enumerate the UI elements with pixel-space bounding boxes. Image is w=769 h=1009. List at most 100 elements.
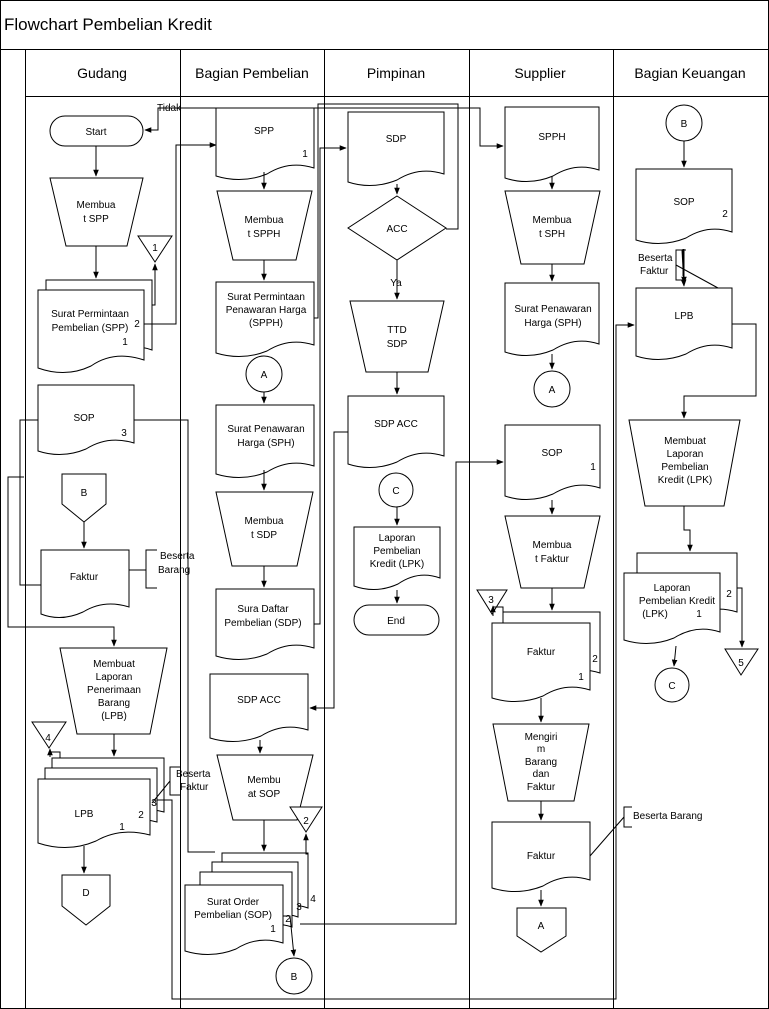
connector-a-supplier-label: A bbox=[549, 385, 556, 396]
membuat-sph-label-1: Membua bbox=[533, 215, 572, 226]
membuat-spp-process bbox=[49, 177, 144, 247]
membuat-lpb-label-4: Barang bbox=[98, 698, 130, 709]
sdp-pimpinan-label: SDP bbox=[386, 134, 407, 145]
offpage-5-label: 5 bbox=[738, 658, 744, 669]
sop-pembelian-label-1: Surat Order bbox=[207, 897, 260, 908]
lpb-label: LPB bbox=[75, 809, 94, 820]
membuat-sdp-label-2: t SDP bbox=[251, 530, 277, 541]
offpage-4 bbox=[31, 721, 67, 749]
lpk-document-pimpinan bbox=[353, 526, 441, 590]
lpk-keuangan-num-2: 2 bbox=[726, 589, 732, 600]
mengirim-label-4: dan bbox=[533, 769, 550, 780]
sop-document-gudang bbox=[37, 384, 135, 455]
membuat-lpb-label-5: (LPB) bbox=[101, 711, 127, 722]
faktur-supplier-label: Faktur bbox=[527, 647, 556, 658]
offpage-3-label: 3 bbox=[488, 595, 494, 606]
spph-doc-label-2: Penawaran Harga bbox=[226, 305, 307, 316]
lpb-document bbox=[37, 778, 151, 848]
connector-a-pembelian-label: A bbox=[261, 370, 268, 381]
end-label: End bbox=[387, 616, 405, 627]
spph-document-supplier bbox=[504, 106, 600, 182]
end-terminator bbox=[353, 604, 440, 636]
lpb-num-3: 3 bbox=[151, 798, 157, 809]
note-beserta-faktur-keuangan-1: Beserta bbox=[638, 253, 673, 264]
membuat-lpk-label-4: Kredit (LPK) bbox=[658, 475, 712, 486]
offpage-1 bbox=[137, 235, 173, 263]
note-beserta-faktur-gudang-2: Faktur bbox=[180, 782, 209, 793]
faktur-document-gudang bbox=[40, 549, 130, 618]
offpage-d-label: D bbox=[82, 888, 89, 899]
sdp-document-pimpinan bbox=[347, 111, 445, 186]
spp-pembelian-label: SPP bbox=[254, 126, 274, 137]
faktur-supplier-2-label: Faktur bbox=[527, 851, 556, 862]
sdp-acc-document-pimpinan bbox=[347, 395, 445, 468]
membuat-spph-label-1: Membua bbox=[245, 215, 284, 226]
sop-pembelian-label-2: Pembelian (SOP) bbox=[194, 910, 272, 921]
mengirim-label-5: Faktur bbox=[527, 782, 556, 793]
sop-gudang-label: SOP bbox=[73, 413, 94, 424]
connector-b-pembelian bbox=[275, 957, 313, 995]
faktur-document-supplier bbox=[491, 622, 591, 702]
ya-label: Ya bbox=[390, 278, 402, 289]
connector-c-keuangan bbox=[654, 667, 690, 703]
spph-doc-label-3: (SPPH) bbox=[249, 318, 283, 329]
lpk-pimpinan-label-3: Kredit (LPK) bbox=[370, 559, 424, 570]
sop-keuangan-label: SOP bbox=[673, 197, 694, 208]
sdp-doc-label-2: Pembelian (SDP) bbox=[224, 618, 301, 629]
membuat-lpb-label-3: Penerimaan bbox=[87, 685, 141, 696]
sph-document-supplier bbox=[504, 282, 600, 356]
sph-document-pembelian bbox=[215, 404, 315, 478]
lane-header-bagian-pembelian: Bagian Pembelian bbox=[195, 65, 309, 81]
offpage-a-label: A bbox=[538, 921, 545, 932]
sop-pembelian-num-3: 3 bbox=[296, 902, 302, 913]
connector-b-keuangan-label: B bbox=[681, 119, 688, 130]
ttd-sdp-process bbox=[349, 300, 445, 373]
sph-pembelian-label-1: Surat Penawaran bbox=[227, 424, 304, 435]
membuat-lpk-label-1: Membuat bbox=[664, 436, 706, 447]
note-beserta-barang-gudang-2: Barang bbox=[158, 565, 190, 576]
lpb-num-1: 1 bbox=[119, 822, 125, 833]
spp-document-pembelian bbox=[215, 107, 315, 180]
spp-doc-label-2: Pembelian (SPP) bbox=[52, 323, 129, 334]
lpk-pimpinan-label-2: Pembelian bbox=[373, 546, 420, 557]
offpage-d bbox=[61, 874, 111, 926]
sph-supplier-label-1: Surat Penawaran bbox=[514, 304, 591, 315]
lane-header-gudang: Gudang bbox=[77, 65, 127, 81]
spp-num-2: 2 bbox=[134, 319, 140, 330]
sop-gudang-num: 3 bbox=[121, 428, 127, 439]
sph-pembelian-label-2: Harga (SPH) bbox=[237, 438, 294, 449]
lpk-keuangan-label-2: Pembelian Kredit bbox=[639, 596, 715, 607]
mengirim-barang-process bbox=[492, 723, 590, 802]
note-beserta-barang-gudang-1: Beserta bbox=[160, 551, 195, 562]
connector-b-gudang-label: B bbox=[81, 488, 88, 499]
faktur-gudang-label: Faktur bbox=[70, 572, 99, 583]
membuat-faktur-process bbox=[504, 515, 601, 589]
lpk-keuangan-label-1: Laporan bbox=[654, 583, 691, 594]
membuat-lpk-label-2: Laporan bbox=[667, 449, 704, 460]
lpb-document-keuangan bbox=[635, 287, 733, 360]
connector-c-pimpinan-label: C bbox=[392, 486, 399, 497]
lpb-num-2: 2 bbox=[138, 810, 144, 821]
spp-num-1: 1 bbox=[122, 337, 128, 348]
sop-document-keuangan bbox=[635, 168, 733, 244]
sop-document-supplier bbox=[504, 424, 601, 500]
sdp-acc-pembelian-label: SDP ACC bbox=[237, 695, 281, 706]
membuat-sph-label-2: t SPH bbox=[539, 229, 565, 240]
lpk-keuangan-num-1: 1 bbox=[696, 609, 702, 620]
offpage-2 bbox=[289, 806, 323, 833]
offpage-4-label: 4 bbox=[45, 733, 51, 744]
lpk-pimpinan-label-1: Laporan bbox=[379, 533, 416, 544]
connector-a-supplier bbox=[533, 370, 571, 408]
sdp-document bbox=[215, 588, 315, 660]
sop-pembelian-num-1: 1 bbox=[270, 924, 276, 935]
membuat-spp-label-2: t SPP bbox=[83, 214, 109, 225]
membuat-sdp-label-1: Membua bbox=[245, 516, 284, 527]
offpage-3 bbox=[476, 589, 508, 615]
membuat-faktur-label-2: t Faktur bbox=[535, 554, 570, 565]
mengirim-label-1: Mengiri bbox=[525, 732, 558, 743]
sdp-acc-document-pembelian bbox=[209, 673, 309, 742]
ttd-sdp-label-2: SDP bbox=[387, 339, 408, 350]
spp-doc-label-1: Surat Permintaan bbox=[51, 309, 129, 320]
sdp-acc-pimpinan-label: SDP ACC bbox=[374, 419, 418, 430]
flow-lines bbox=[7, 103, 757, 1000]
